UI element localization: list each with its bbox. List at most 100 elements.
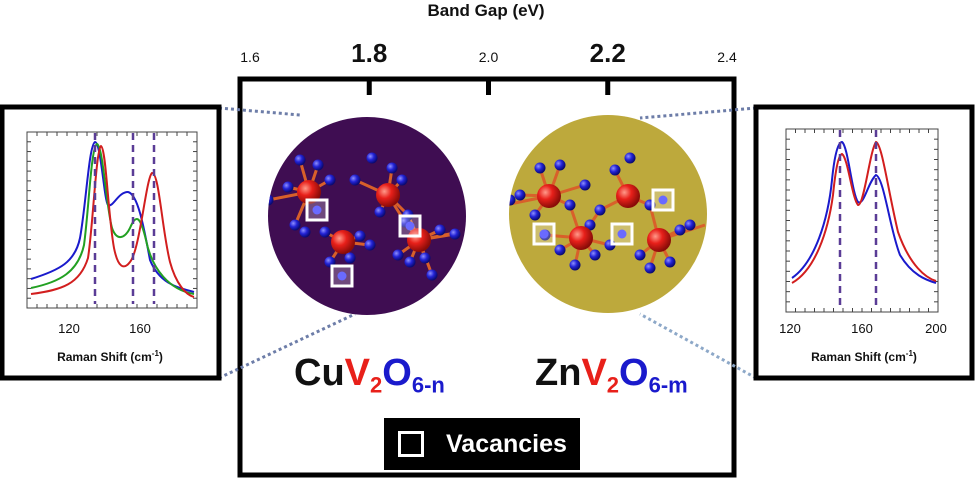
cuv2o6-formula-v: V	[344, 352, 371, 394]
axis-tick-mark-2	[486, 80, 491, 95]
znv2o6-oxygen-atom-2	[514, 189, 526, 201]
cuv2o6-metal-atom-0	[297, 180, 321, 204]
znv2o6-metal-atom-1	[616, 184, 640, 208]
cuv2o6-oxygen-atom-3	[324, 174, 336, 186]
axis-tick-mark-1	[366, 80, 372, 95]
cuv2o6-oxygen-atom-10	[289, 219, 301, 231]
znv2o6-oxygen-atom-0	[534, 162, 546, 174]
cuv2o6-vacancy-atom-1	[405, 221, 415, 231]
znv2o6-metal-atom-0	[537, 184, 561, 208]
znv2o6-formula-metal: Zn	[535, 352, 582, 394]
znv2o6-oxygen-atom-7	[594, 204, 606, 216]
cuv2o6-oxygen-atom-11	[299, 226, 311, 238]
vacancy-square-icon	[398, 431, 424, 457]
cuv2o6-metal-atom-3	[407, 228, 431, 252]
znv2o6-oxygen-atom-17	[674, 224, 686, 236]
left-raman-panel: 120 160 Raman Shift (cm-1)	[0, 104, 222, 381]
znv2o6-oxygen-atom-20	[584, 219, 596, 231]
left-panel-frame	[0, 104, 222, 381]
axis-tick-label-4: 2.4	[717, 49, 737, 65]
left-xlabel-sup: -1	[152, 349, 160, 358]
cuv2o6-vacancy-atom-2	[337, 271, 347, 281]
right-raman-panel: 120 160 200 Raman Shift (cm-1)	[753, 104, 975, 381]
znv2o6-metal-atom-3	[647, 228, 671, 252]
cuv2o6-oxygen-atom-20	[434, 224, 446, 236]
axis-tick-label-3: 2.2	[590, 38, 626, 68]
cuv2o6-formula-o-sub: 6-n	[411, 372, 445, 398]
axis-tick-label-2: 2.0	[479, 49, 499, 65]
right-xlabel: Raman Shift (cm-1)	[811, 349, 917, 364]
cuv2o6-structure	[268, 117, 466, 315]
cuv2o6-oxygen-atom-1	[312, 159, 324, 171]
cuv2o6-oxygen-atom-12	[319, 226, 331, 238]
cuv2o6-oxygen-atom-5	[366, 152, 378, 164]
right-tick-200: 200	[925, 321, 947, 336]
left-xlabel-main: Raman Shift (cm	[57, 350, 152, 364]
left-xlabel: Raman Shift (cm-1)	[57, 349, 163, 364]
right-plot-ticks	[785, 128, 939, 313]
cuv2o6-oxygen-atom-17	[392, 249, 404, 261]
right-panel-frame	[753, 104, 975, 381]
cuv2o6-oxygen-atom-18	[404, 256, 416, 268]
znv2o6-formula-o: O	[619, 352, 649, 394]
znv2o6-oxygen-atom-5	[609, 164, 621, 176]
cuv2o6-oxygen-atom-8	[374, 206, 386, 218]
left-plot-ticks	[26, 131, 198, 309]
connector-lines	[218, 106, 757, 380]
right-xlabel-sup: -1	[906, 349, 914, 358]
znv2o6-oxygen-atom-10	[554, 244, 566, 256]
znv2o6-oxygen-atom-11	[569, 259, 581, 271]
cuv2o6-oxygen-atom-23	[426, 269, 438, 281]
cuv2o6-oxygen-atom-2	[282, 181, 294, 193]
right-spectrum-blue	[791, 140, 937, 284]
left-tick-160: 160	[129, 321, 151, 336]
znv2o6-oxygen-atom-3	[564, 199, 576, 211]
cuv2o6-metal-atom-2	[331, 230, 355, 254]
vacancies-legend: Vacancies	[384, 418, 580, 470]
axis-tick-mark-3	[605, 80, 611, 95]
cuv2o6-formula-v-sub: 2	[370, 372, 383, 398]
znv2o6-formula: ZnV2O6-m	[535, 354, 688, 397]
left-tick-120: 120	[58, 321, 80, 336]
znv2o6-vacancy-atom-2	[658, 195, 668, 205]
cuv2o6-metal-atom-1	[376, 183, 400, 207]
cuv2o6-formula: CuV2O6-n	[294, 354, 445, 397]
cuv2o6-vacancy-atom-0	[312, 205, 322, 215]
znv2o6-oxygen-atom-4	[579, 179, 591, 191]
znv2o6-vacancy-atom-0	[539, 229, 549, 239]
right-xlabel-main: Raman Shift (cm	[811, 350, 906, 364]
cuv2o6-formula-metal: Cu	[294, 352, 345, 394]
cuv2o6-oxygen-atom-13	[354, 230, 366, 242]
right-xlabel-end: )	[913, 350, 917, 364]
znv2o6-oxygen-atom-15	[644, 262, 656, 274]
cuv2o6-oxygen-atom-0	[294, 154, 306, 166]
cuv2o6-oxygen-atom-4	[349, 174, 361, 186]
znv2o6-formula-o-sub: 6-m	[648, 372, 688, 398]
right-tick-120: 120	[779, 321, 801, 336]
cuv2o6-oxygen-atom-14	[364, 239, 376, 251]
znv2o6-formula-v: V	[581, 352, 607, 394]
axis-title: Band Gap (eV)	[427, 1, 544, 20]
cuv2o6-formula-o: O	[382, 352, 412, 394]
znv2o6-oxygen-atom-18	[684, 219, 696, 231]
znv2o6-oxygen-atom-6	[624, 152, 636, 164]
main-frame	[237, 76, 737, 478]
cuv2o6-oxygen-atom-19	[419, 252, 431, 264]
znv2o6-vacancy-atom-1	[617, 229, 627, 239]
znv2o6-oxygen-atom-14	[634, 249, 646, 261]
right-tick-160: 160	[851, 321, 873, 336]
znv2o6-oxygen-atom-12	[589, 249, 601, 261]
left-xlabel-end: )	[159, 350, 163, 364]
znv2o6-oxygen-atom-16	[664, 256, 676, 268]
cuv2o6-oxygen-atom-16	[344, 252, 356, 264]
znv2o6-formula-v-sub: 2	[606, 372, 620, 398]
znv2o6-metal-atom-2	[569, 226, 593, 250]
legend-label: Vacancies	[446, 429, 567, 458]
znv2o6-structure	[509, 115, 707, 313]
cuv2o6-oxygen-atom-6	[386, 162, 398, 174]
znv2o6-oxygen-atom-21	[509, 194, 516, 206]
axis-tick-label-0: 1.6	[240, 49, 260, 65]
left-spectrum-red	[30, 144, 195, 298]
